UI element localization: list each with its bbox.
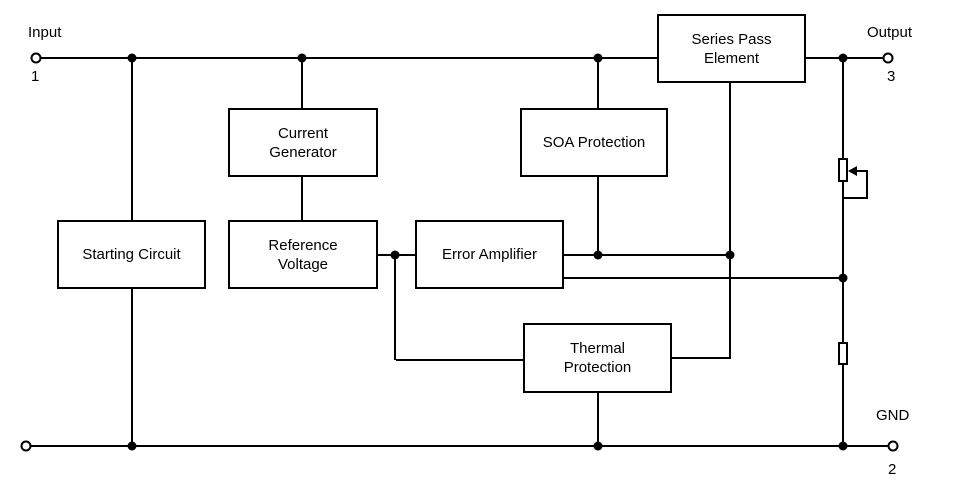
- wire-feedback: [564, 277, 844, 279]
- wiper-left-arrow-icon: [848, 166, 857, 176]
- block-soa-protection: SOA Protection: [520, 108, 668, 177]
- wire-rail-to-soa: [597, 58, 599, 108]
- junction-dot: [725, 250, 735, 260]
- output-pin: 3: [887, 68, 896, 85]
- output-label: Output: [867, 24, 913, 41]
- block-label: Current Generator: [269, 124, 337, 161]
- block-label: Starting Circuit: [82, 246, 181, 263]
- junction-dot: [593, 441, 603, 451]
- block-label: Thermal Protection: [563, 340, 632, 376]
- block-label: Series Pass Element: [691, 30, 772, 67]
- potentiometer-symbol: [838, 158, 848, 182]
- input-pin: 1: [31, 68, 40, 85]
- junction-dot: [838, 441, 848, 451]
- junction-dot: [593, 250, 603, 260]
- terminal-gnd-circle: [887, 440, 899, 452]
- wire-error-drive: [564, 254, 731, 256]
- terminal-input-circle: [30, 52, 42, 64]
- wire-wiper-loop: [866, 171, 868, 199]
- wire-output-to-pot: [842, 58, 844, 158]
- junction-dot: [390, 250, 400, 260]
- junction-dot: [297, 53, 307, 63]
- wire-series-pass-control: [729, 83, 731, 359]
- block-label: SOA Protection: [542, 134, 646, 151]
- wire-wiper-shaft: [855, 170, 868, 172]
- junction-dot: [127, 53, 137, 63]
- block-thermal-protection: Thermal Protection: [523, 323, 672, 393]
- block-label: Error Amplifier: [441, 246, 538, 263]
- wire-thermal-input: [396, 359, 524, 361]
- block-series-pass-element: Series Pass Element: [657, 14, 806, 83]
- wire-rail-to-starting-circuit: [131, 58, 133, 220]
- wire-pot-to-resistor: [842, 182, 844, 342]
- wire-thermal-output: [672, 357, 731, 359]
- block-error-amplifier: Error Amplifier: [415, 220, 564, 289]
- gnd-pin: 2: [888, 461, 897, 478]
- block-reference-voltage: Reference Voltage: [228, 220, 378, 289]
- wire-ground-rail: [31, 445, 889, 447]
- wire-starting-circuit-to-gnd: [131, 289, 133, 446]
- wire-wiper-return: [843, 197, 868, 199]
- wire-resistor-to-gnd: [842, 365, 844, 446]
- wire-thermal-to-gnd: [597, 393, 599, 446]
- block-current-generator: Current Generator: [228, 108, 378, 177]
- junction-dot: [838, 273, 848, 283]
- block-label: Reference Voltage: [268, 236, 338, 273]
- wire-soa-to-error-drive: [597, 177, 599, 256]
- terminal-ground-left-circle: [20, 440, 32, 452]
- resistor-symbol: [838, 342, 848, 365]
- junction-dot: [593, 53, 603, 63]
- wire-input-rail: [41, 57, 657, 59]
- gnd-label: GND: [876, 407, 910, 424]
- wire-current-gen-to-reference: [301, 177, 303, 220]
- block-starting-circuit: Starting Circuit: [57, 220, 206, 289]
- input-label: Input: [28, 24, 62, 41]
- wire-rail-to-current-generator: [301, 58, 303, 108]
- junction-dot: [127, 441, 137, 451]
- wire-reference-node-down: [394, 255, 396, 360]
- terminal-output-circle: [882, 52, 894, 64]
- junction-dot: [838, 53, 848, 63]
